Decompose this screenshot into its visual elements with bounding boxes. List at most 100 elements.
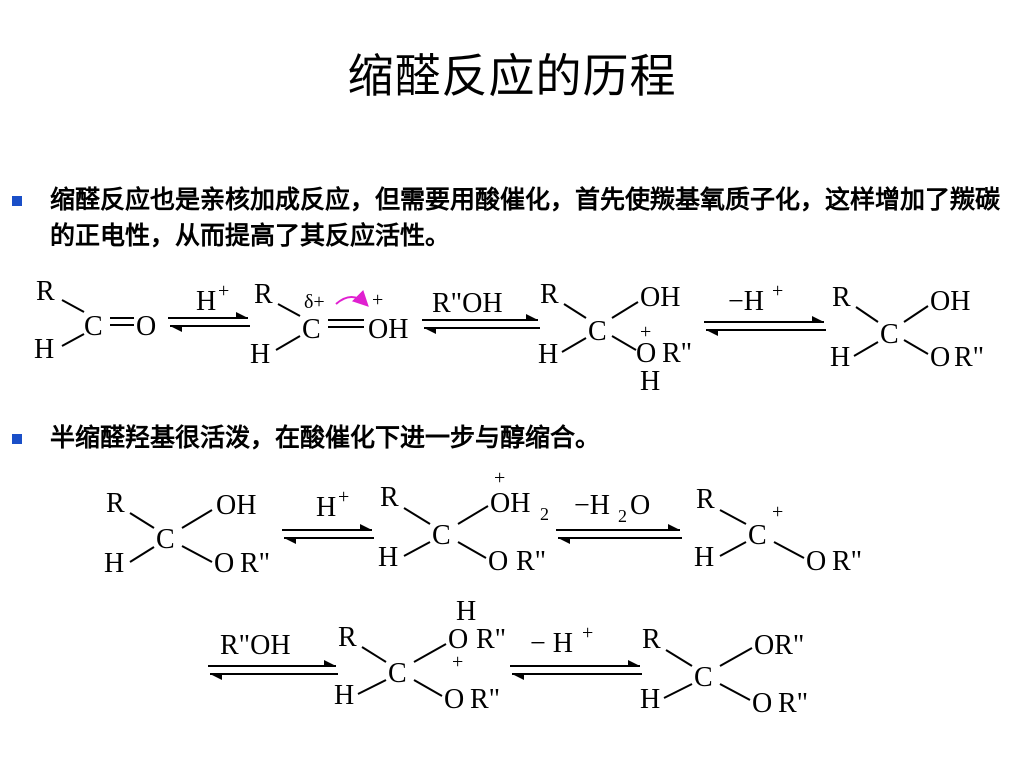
atom-h-top: H	[456, 596, 476, 627]
atom-r: R	[254, 279, 273, 310]
atom-oh: OH	[490, 488, 530, 519]
atom-r: R	[696, 484, 715, 515]
atom-r: R	[106, 488, 125, 519]
square-bullet-icon	[12, 434, 22, 444]
atom-r2: R"	[954, 342, 984, 373]
atom-c: C	[748, 520, 767, 551]
carbocation-intermediate: R H C + O R"	[694, 484, 862, 577]
atom-h: H	[334, 680, 354, 711]
reagent-h: H	[196, 286, 216, 317]
equilibrium-arrow-7: − H +	[510, 622, 642, 680]
arrow-head	[558, 538, 570, 544]
atom-r2: R"	[240, 548, 270, 579]
reagent-plus: +	[582, 622, 593, 644]
bond	[457, 505, 489, 525]
arrow-head	[424, 328, 436, 334]
equilibrium-arrow-5: −H 2 O	[556, 490, 682, 544]
arrow-head	[360, 524, 372, 530]
atom-or-top: OR"	[754, 630, 804, 661]
atom-c: C	[694, 662, 713, 693]
reagent-alcohol: R"OH	[432, 288, 503, 319]
bond	[61, 299, 85, 313]
scheme-3: R"OH R H C H O R" + O R" − H +	[208, 596, 808, 719]
bond	[403, 541, 431, 557]
atom-o: O	[806, 546, 826, 577]
reagent-plus: +	[218, 280, 229, 302]
hemiacetal-reactant: R H C OH O R"	[104, 488, 270, 579]
bond	[719, 683, 751, 701]
atom-h: H	[34, 334, 54, 365]
protonated-carbonyl: R H C δ+ + OH	[250, 279, 408, 370]
reagent-plus: +	[338, 486, 349, 508]
reagent-minus-h: −H	[728, 286, 764, 317]
bond	[663, 683, 693, 699]
atom-o: O	[444, 684, 464, 715]
atom-o: O	[214, 548, 234, 579]
protonated-hemiacetal: R H C + OH 2 O R"	[378, 467, 549, 577]
bond	[719, 509, 747, 525]
acetal-product: R H C OR" O R"	[640, 624, 808, 719]
atom-oh: OH	[216, 490, 256, 521]
atom-r: R	[338, 622, 357, 653]
reagent-plus: +	[772, 280, 783, 302]
arrow-head	[512, 674, 524, 680]
atom-h2: H	[640, 366, 660, 397]
atom-c: C	[432, 520, 451, 551]
bond	[181, 509, 213, 529]
bond	[413, 643, 447, 663]
charge-plus: +	[772, 501, 783, 523]
bond	[611, 335, 637, 351]
charge-plus: +	[372, 289, 383, 311]
atom-o: O	[136, 311, 156, 342]
subscript-2: 2	[540, 504, 549, 524]
bond	[855, 306, 879, 323]
atom-h: H	[538, 339, 558, 370]
reagent-minus-h: −H	[574, 490, 610, 521]
bond	[903, 305, 929, 323]
atom-h: H	[640, 684, 660, 715]
scheme-2: R H C OH O R" H + R H C + OH 2 O R	[104, 467, 862, 579]
charge-plus: +	[640, 321, 651, 343]
arrow-head	[668, 524, 680, 530]
charge-plus: +	[494, 467, 505, 489]
bond	[611, 301, 639, 319]
atom-c: C	[84, 311, 103, 342]
bond	[403, 507, 431, 525]
atom-r: R	[832, 282, 851, 313]
bond	[853, 341, 879, 357]
bond	[665, 649, 693, 667]
atom-h: H	[694, 542, 714, 573]
arrow-head	[706, 330, 718, 336]
atom-c: C	[880, 319, 899, 350]
oxonium-intermediate: R H C OH + O R" H	[538, 279, 692, 397]
arrow-head	[236, 312, 248, 318]
atom-o: O	[636, 338, 656, 369]
bond	[361, 646, 387, 663]
bond	[719, 541, 747, 557]
bond	[181, 545, 213, 563]
atom-c: C	[156, 524, 175, 555]
bond	[563, 303, 587, 319]
atom-h: H	[104, 548, 124, 579]
charge-plus: +	[452, 651, 463, 673]
atom-r-top: R"	[476, 624, 506, 655]
subscript-2: 2	[618, 506, 627, 526]
arrow-head	[170, 326, 182, 332]
atom-o: O	[488, 546, 508, 577]
atom-oh: OH	[368, 314, 408, 345]
bond	[129, 546, 155, 563]
bond	[275, 335, 301, 351]
atom-o: O	[930, 342, 950, 373]
partial-charge: δ+	[304, 291, 325, 313]
equilibrium-arrow-1: H +	[168, 280, 250, 332]
arrow-head	[526, 314, 538, 320]
arrow-head	[812, 316, 824, 322]
atom-r2: R"	[662, 338, 692, 369]
equilibrium-arrow-2: R"OH	[422, 288, 540, 334]
reagent-o: O	[630, 490, 650, 521]
arrow-head	[284, 538, 296, 544]
atom-o: O	[752, 688, 772, 719]
bond	[129, 512, 155, 529]
arrow-head	[210, 674, 222, 680]
